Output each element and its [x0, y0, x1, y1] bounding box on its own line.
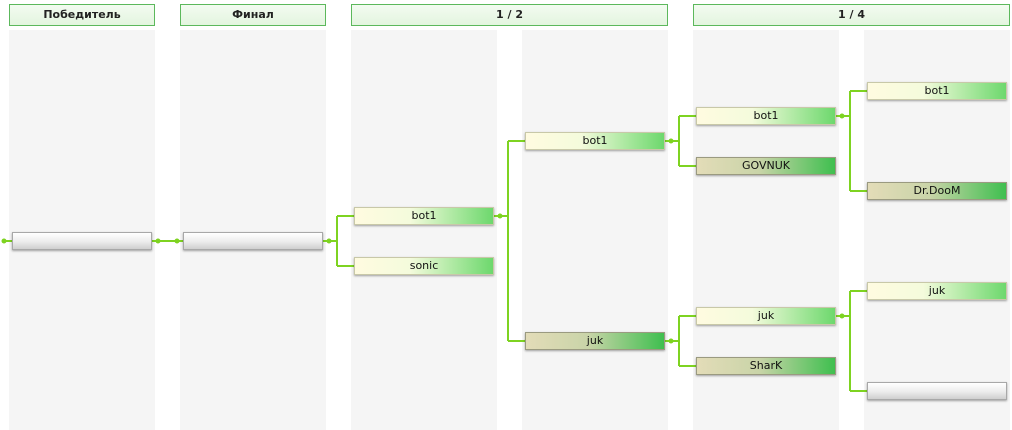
semifinal-slot-1[interactable]: bot1	[354, 207, 494, 225]
column-semi-b	[522, 30, 668, 430]
quarterfinal-slot-2[interactable]: juk	[525, 332, 665, 350]
round16-slot-3[interactable]: juk	[867, 282, 1007, 300]
round16-slot-4[interactable]	[867, 382, 1007, 400]
round8-slot-4[interactable]: SharK	[696, 357, 836, 375]
round8-slot-2[interactable]: GOVNUK	[696, 157, 836, 175]
header-semifinal: 1 / 2	[351, 4, 668, 26]
round16-slot-2[interactable]: Dr.DooM	[867, 182, 1007, 200]
column-winner	[9, 30, 155, 430]
round8-slot-1[interactable]: bot1	[696, 107, 836, 125]
header-winner: Победитель	[9, 4, 155, 26]
final-slot[interactable]	[183, 232, 323, 250]
header-quarterfinal: 1 / 4	[693, 4, 1010, 26]
column-semi-a	[351, 30, 497, 430]
round8-slot-3[interactable]: juk	[696, 307, 836, 325]
winner-slot[interactable]	[12, 232, 152, 250]
semifinal-slot-2[interactable]: sonic	[354, 257, 494, 275]
header-final: Финал	[180, 4, 326, 26]
quarterfinal-slot-1[interactable]: bot1	[525, 132, 665, 150]
column-final	[180, 30, 326, 430]
round16-slot-1[interactable]: bot1	[867, 82, 1007, 100]
